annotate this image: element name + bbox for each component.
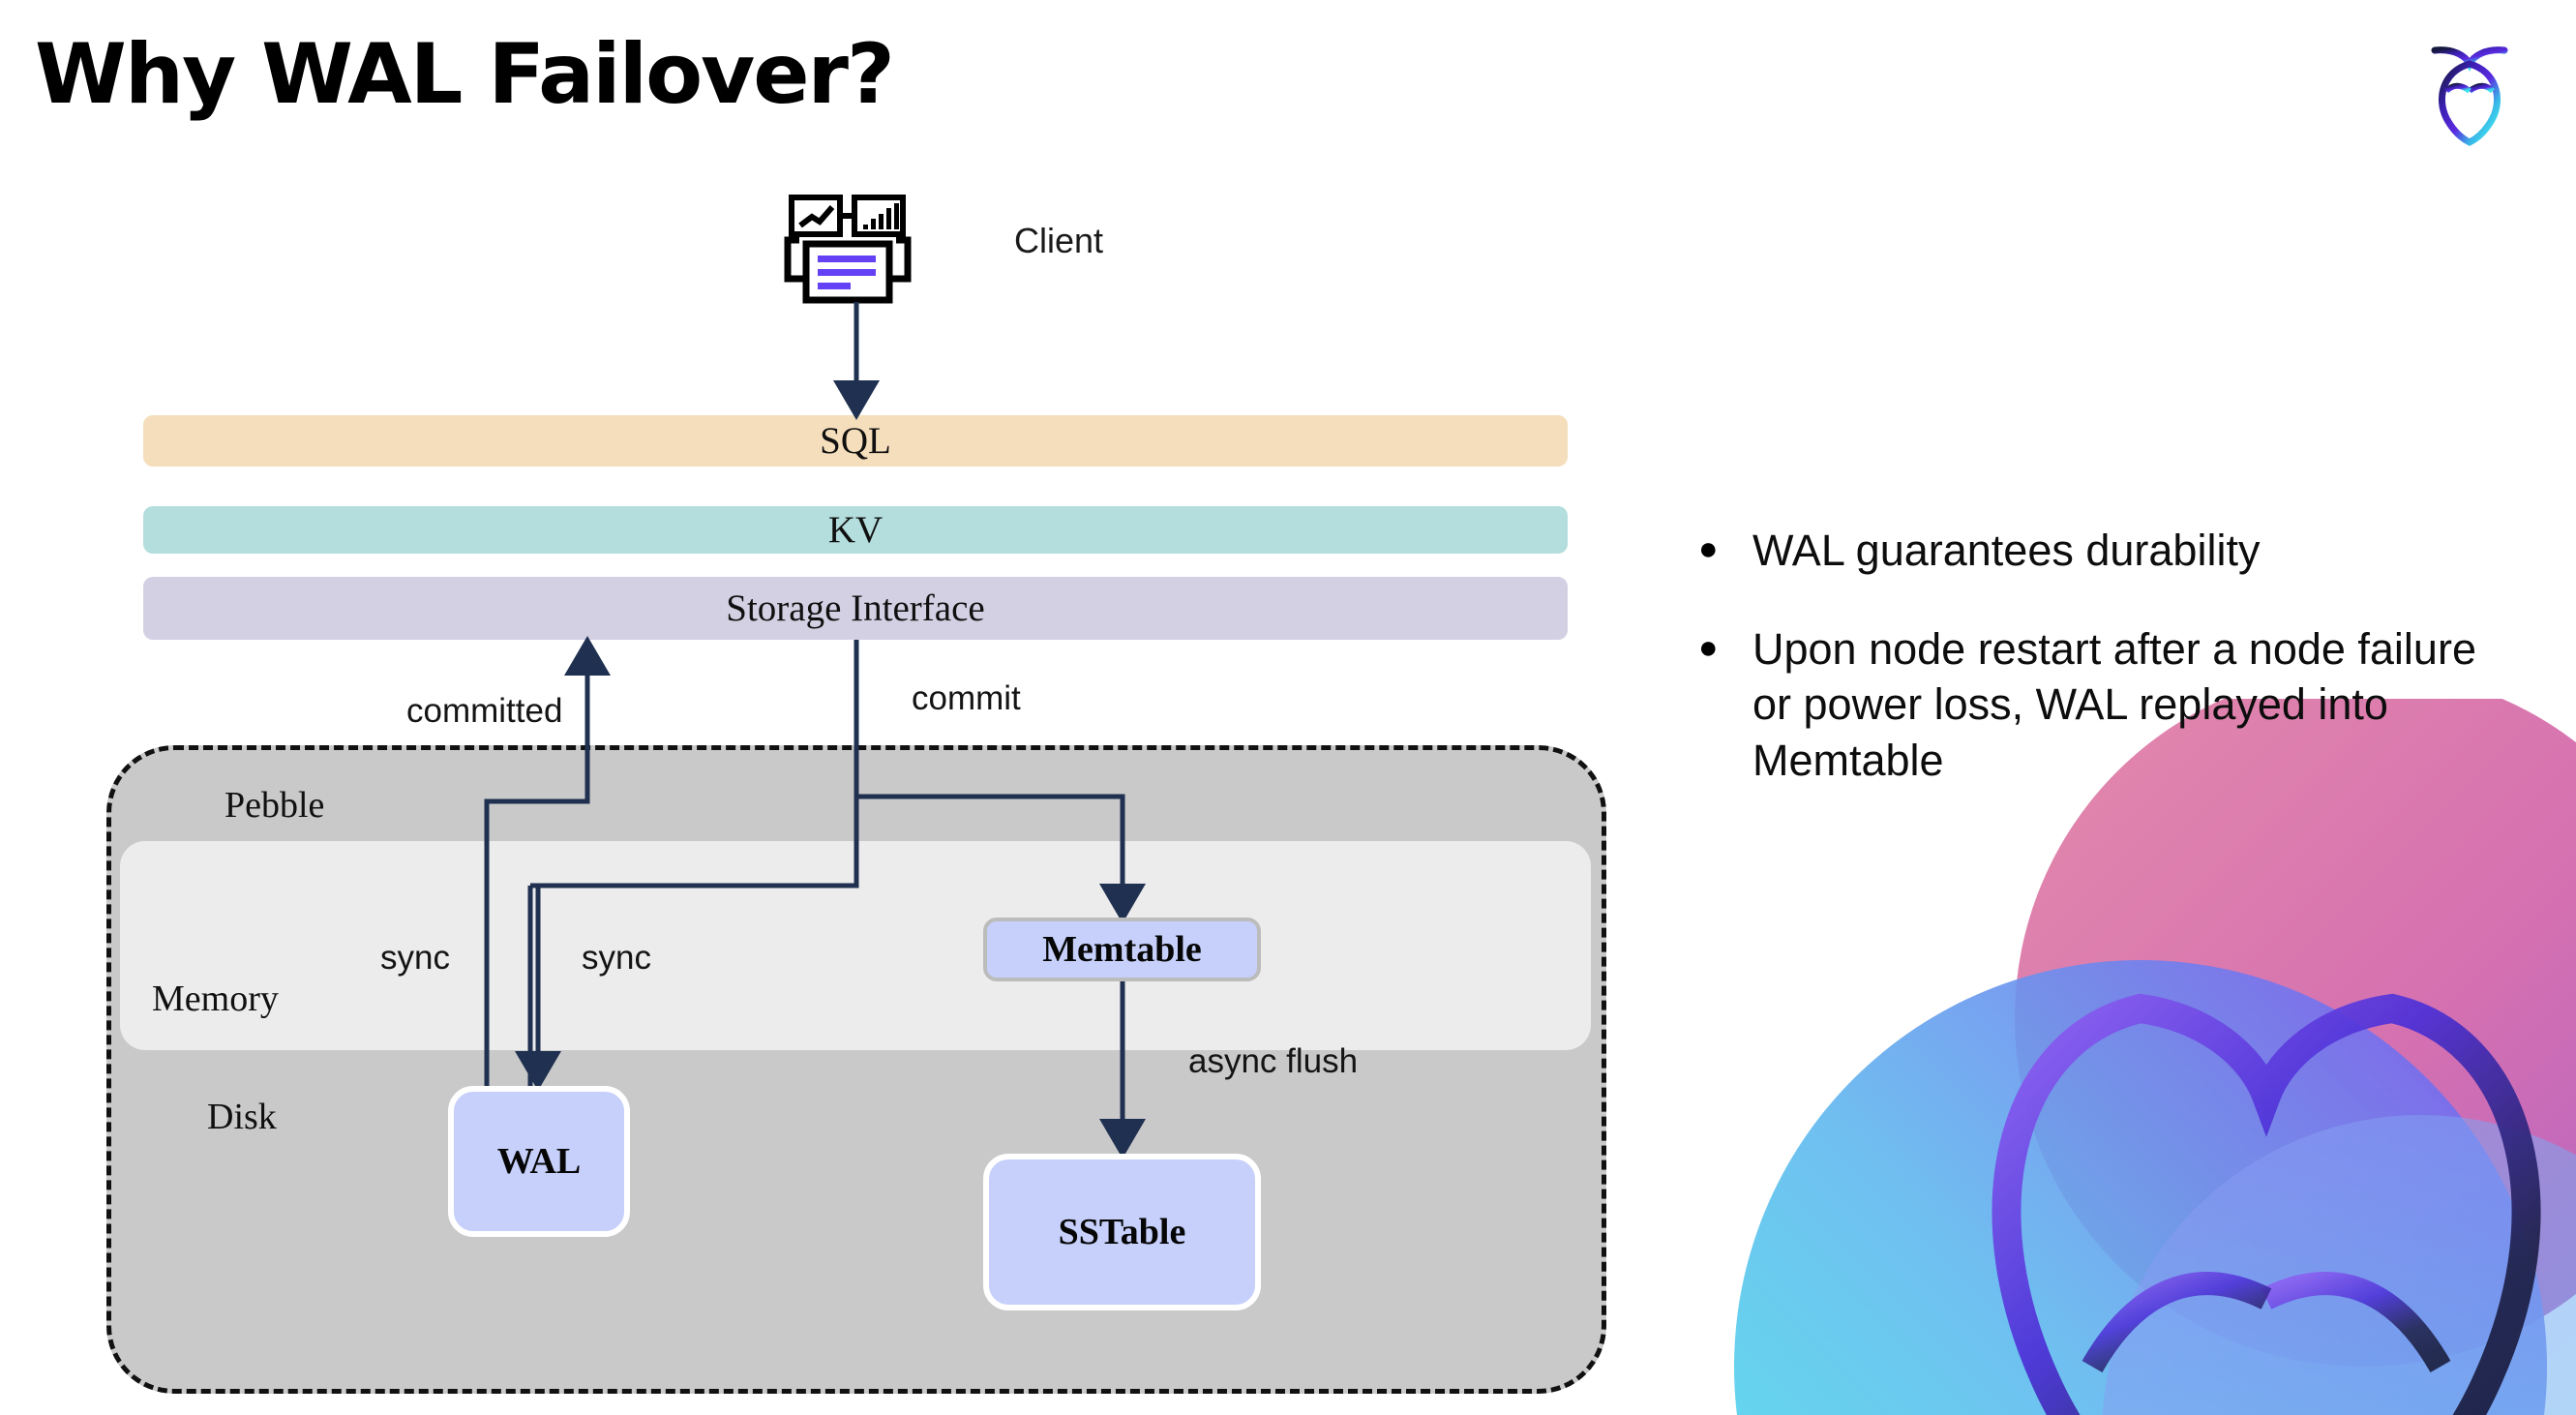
list-item: ● Upon node restart after a node failure… [1698,621,2492,789]
layer-bar-sql-label: SQL [820,420,891,462]
node-wal: WAL [448,1086,630,1237]
layer-bar-storage-label: Storage Interface [726,587,985,629]
bullet-marker-icon: ● [1698,628,1719,666]
node-sstable: SSTable [983,1154,1261,1310]
memory-region [120,841,1591,1050]
layer-bar-kv: KV [143,506,1568,554]
node-memtable-label: Memtable [1042,929,1202,970]
disk-label: Disk [207,1097,277,1137]
pebble-label: Pebble [225,785,325,826]
bullet-marker-icon: ● [1698,530,1719,567]
edge-label-sync-right: sync [582,939,651,977]
client-terminal-icon [784,195,912,304]
memory-label: Memory [152,978,279,1019]
edge-label-sync-left: sync [380,939,450,977]
node-wal-label: WAL [496,1141,582,1182]
page-title: Why WAL Failover? [35,26,895,123]
edge-label-async-flush: async flush [1188,1042,1359,1080]
edge-label-commit: commit [912,679,1021,717]
cockroachdb-logo [2431,46,2508,146]
client-label: Client [1014,221,1104,260]
layer-bar-storage-interface: Storage Interface [143,577,1568,640]
layer-bar-sql: SQL [143,415,1568,467]
list-item: ● WAL guarantees durability [1698,523,2492,579]
edge-label-committed: committed [406,692,563,730]
layer-bar-kv-label: KV [827,509,884,551]
node-sstable-label: SSTable [1058,1212,1186,1252]
bullet-list: ● WAL guarantees durability ● Upon node … [1698,523,2492,830]
node-memtable: Memtable [983,918,1261,981]
bullet-text: Upon node restart after a node failure o… [1752,623,2476,785]
bullet-text: WAL guarantees durability [1752,526,2261,575]
